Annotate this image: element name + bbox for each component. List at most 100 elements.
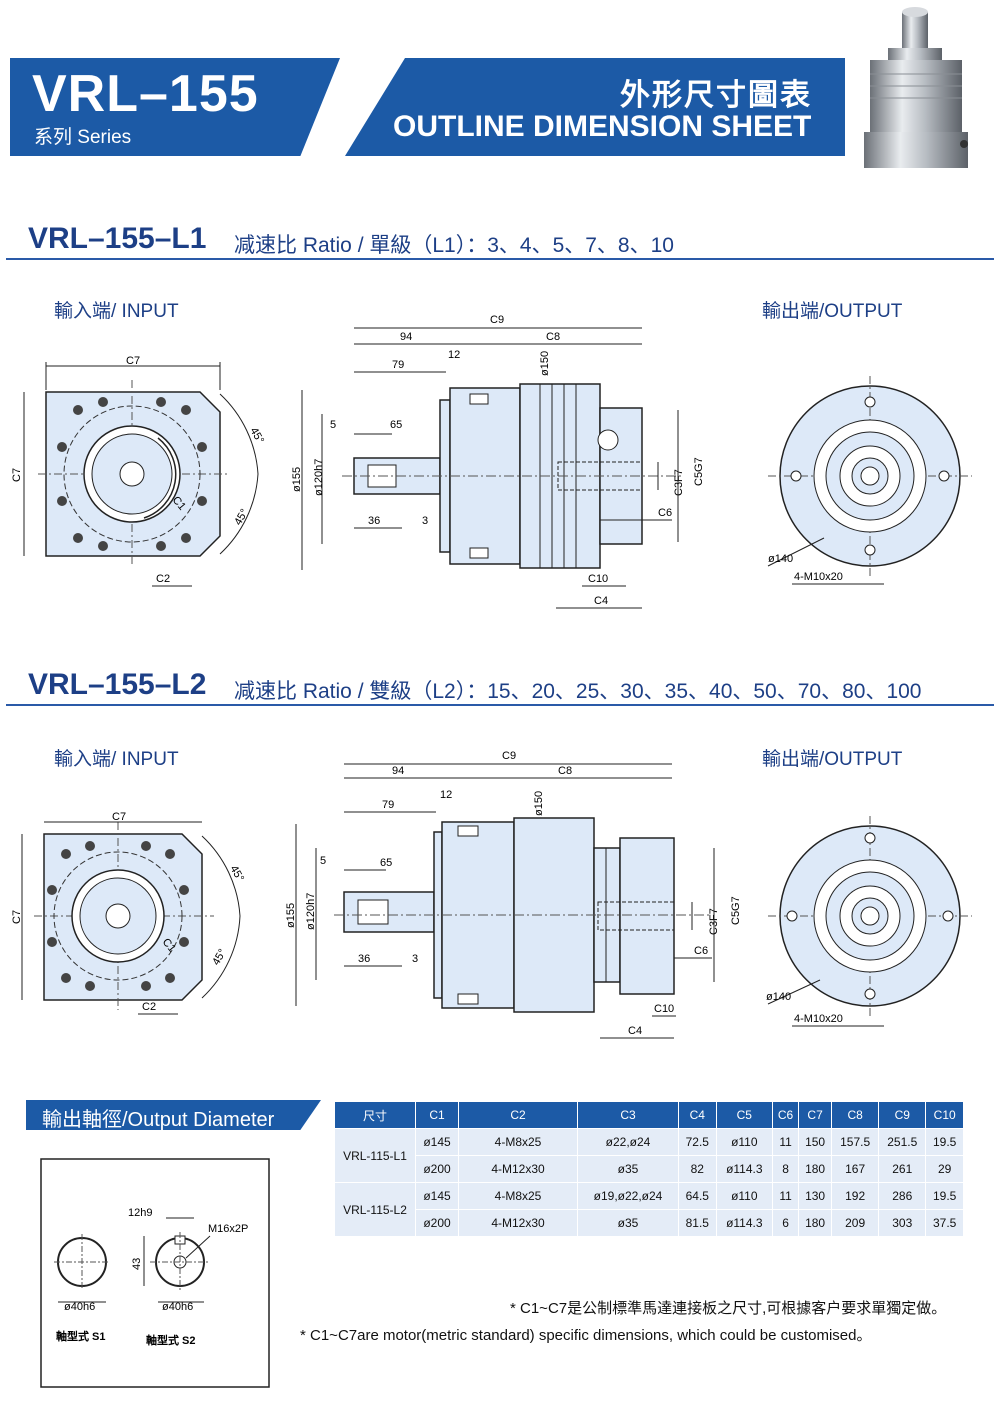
l1-input-view: C7 C7 C2 45° 45° C1 (11, 355, 266, 587)
l2-dim-c9: C9 (502, 750, 516, 762)
l2-dim-c5: C5G7 (730, 896, 742, 925)
l1-output-view: ø140 4-M10x20 (767, 376, 972, 585)
l2-dim-140: ø140 (766, 991, 791, 1003)
s2-key-height: 43 (131, 1258, 143, 1270)
th-size: 尺寸 (334, 1101, 416, 1129)
series-label: 系列 Series (34, 127, 132, 148)
cell: 192 (831, 1182, 880, 1210)
section-l2-model: VRL–155–L2 (28, 668, 207, 701)
l1-side-view: C9 94 C8 79 12 ø150 ø155 ø120h7 5 65 36 … (291, 314, 705, 609)
l2-dim-angle-45-bottom: 45° (210, 947, 229, 967)
th-c7: C7 (798, 1101, 833, 1129)
cell: 29 (925, 1155, 964, 1183)
cell: ø145 (415, 1182, 459, 1210)
sheet-title-cn: 外形尺寸圖表 (620, 79, 812, 112)
cell: 150 (798, 1128, 833, 1156)
th-c10: C10 (925, 1101, 964, 1129)
cell: 167 (831, 1155, 880, 1183)
s1-diameter: ø40h6 (64, 1301, 95, 1313)
cell: ø35 (577, 1155, 679, 1183)
l1-dim-79: 79 (392, 359, 404, 371)
dim-angle-45-bottom: 45° (232, 507, 251, 527)
l2-dim-36: 36 (358, 953, 370, 965)
l1-dim-5: 5 (330, 419, 336, 431)
l2-dim-c7-side: C7 (11, 910, 23, 924)
l2-side-view: C9 94 C8 79 12 ø150 ø155 ø120h7 5 65 36 … (285, 750, 742, 1039)
l2-dim-angle-45-top: 45° (227, 864, 246, 884)
l2-dim-bolts: 4-M10x20 (794, 1013, 843, 1025)
cell: ø114.3 (715, 1209, 773, 1237)
l1-dim-150: ø150 (539, 351, 551, 376)
cell: 11 (771, 1128, 800, 1156)
l2-dim-c6: C6 (694, 945, 708, 957)
l1-dim-bolts: 4-M10x20 (794, 571, 843, 583)
gearbox-photo (864, 7, 968, 168)
l1-dim-c4: C4 (594, 595, 608, 607)
model-cell: VRL-115-L1 (334, 1128, 416, 1183)
cell: 251.5 (878, 1128, 927, 1156)
s2-thread: M16x2P (208, 1223, 248, 1235)
section-l2-ratio: 减速比 Ratio / 雙級（L2）：15、20、25、30、35、40、50、… (234, 680, 922, 703)
cell: 19.5 (925, 1182, 964, 1210)
l1-output-label: 輸出端/OUTPUT (762, 301, 903, 322)
l1-dim-c3: C3F7 (673, 469, 685, 496)
l2-dim-65: 65 (380, 857, 392, 869)
th-c6: C6 (771, 1101, 800, 1129)
table-row: ø200 4-M12x30 ø35 81.5 ø114.3 6 180 209 … (335, 1209, 964, 1237)
s2-label: 軸型式 S2 (146, 1333, 196, 1347)
l2-dim-79: 79 (382, 799, 394, 811)
output-shaft-types: ø40h6 軸型式 S1 12h9 43 M16x2P ø40h6 軸型式 S2 (40, 1158, 270, 1388)
spec-table: 尺寸 C1 C2 C3 C4 C5 C6 C7 C8 C9 C10 VRL-11… (334, 1101, 964, 1237)
l1-dim-120: ø120h7 (313, 459, 325, 496)
cell: ø19,ø22,ø24 (577, 1182, 679, 1210)
l2-dim-c2: C2 (142, 1001, 156, 1013)
model-title: VRL–155 (32, 65, 259, 123)
cell: 180 (798, 1155, 833, 1183)
th-c5: C5 (715, 1101, 773, 1129)
output-diameter-banner (26, 1100, 321, 1130)
section-l1-model: VRL–155–L1 (28, 222, 207, 255)
dim-c2: C2 (156, 573, 170, 585)
cell: ø200 (415, 1209, 459, 1237)
s2-key-width: 12h9 (128, 1207, 152, 1219)
header-model-banner (10, 58, 340, 156)
cell: 11 (771, 1182, 800, 1210)
cell: ø35 (577, 1209, 679, 1237)
l2-dim-c4: C4 (628, 1025, 642, 1037)
l1-dim-12: 12 (448, 349, 460, 361)
l1-dim-140: ø140 (768, 553, 793, 565)
table-row: VRL-115-L1 ø145 4-M8x25 ø22,ø24 72.5 ø11… (334, 1128, 964, 1183)
cell: ø200 (415, 1155, 459, 1183)
cell: 209 (831, 1209, 880, 1237)
l1-dim-94: 94 (400, 331, 412, 343)
th-c9: C9 (878, 1101, 927, 1129)
l2-dim-c8: C8 (558, 765, 572, 777)
th-c4: C4 (678, 1101, 717, 1129)
l2-dim-120: ø120h7 (305, 893, 317, 930)
l1-dim-c8: C8 (546, 331, 560, 343)
l1-dim-36: 36 (368, 515, 380, 527)
cell: 303 (878, 1209, 927, 1237)
dim-c7-top: C7 (126, 355, 140, 367)
cell: 81.5 (678, 1209, 717, 1237)
output-diameter-title: 輸出軸徑/Output Diameter (42, 1109, 275, 1131)
cell: 19.5 (925, 1128, 964, 1156)
l2-dim-3: 3 (412, 953, 418, 965)
section-l1-divider (6, 258, 994, 260)
cell: ø110 (715, 1182, 773, 1210)
l2-dim-c10: C10 (654, 1003, 674, 1015)
cell: 82 (678, 1155, 717, 1183)
note-cn: * C1~C7是公制標準馬達連接板之尺寸,可根據客户要求單獨定做。 (510, 1300, 947, 1317)
cell: 37.5 (925, 1209, 964, 1237)
table-row: ø200 4-M12x30 ø35 82 ø114.3 8 180 167 26… (335, 1155, 964, 1183)
table-row: VRL-115-L2 ø145 4-M8x25 ø19,ø22,ø24 64.5… (334, 1182, 964, 1237)
cell: 261 (878, 1155, 927, 1183)
dim-angle-45-top: 45° (247, 426, 266, 446)
cell: 4-M12x30 (458, 1209, 578, 1237)
l2-dim-94: 94 (392, 765, 404, 777)
th-c2: C2 (458, 1101, 578, 1129)
th-c8: C8 (831, 1101, 880, 1129)
l1-dim-c5: C5G7 (693, 457, 705, 486)
model-cell: VRL-115-L2 (334, 1182, 416, 1237)
cell: ø145 (415, 1128, 459, 1156)
